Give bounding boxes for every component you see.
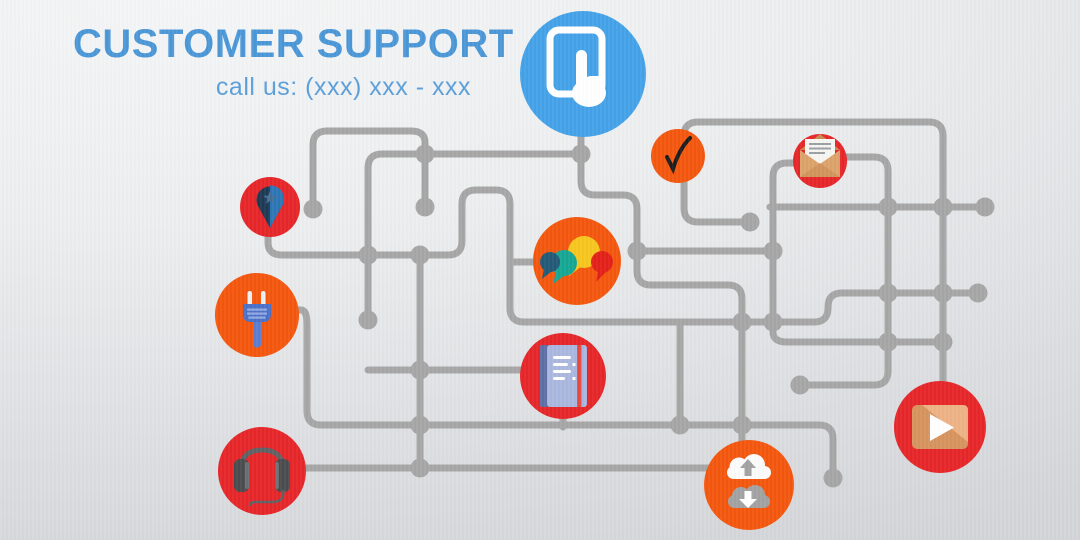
connector-dot [933,283,953,303]
connector-wire [769,159,812,326]
headphones-node [218,427,306,515]
connector-dot [627,241,647,261]
connector-dot [763,241,783,261]
email-node [793,134,847,188]
connector-wire [264,186,982,326]
connector-dot [670,415,690,435]
connector-dot [790,375,810,395]
connector-dot [303,199,323,219]
connector-wire [796,153,892,389]
connector-dot [571,144,591,164]
headphones-icon [234,447,290,507]
connector-wire [633,247,746,466]
cloud-transfer-node-circle [704,440,794,530]
tablet-touch-icon [546,26,606,107]
connector-dot [415,197,435,217]
page-title: CUSTOMER SUPPORT [73,22,514,66]
video-node [894,381,986,473]
connector-dot [975,197,995,217]
checkmark-icon [665,136,692,175]
map-pin-icon [256,185,285,228]
connector-dot [878,332,898,352]
cloud-upload-download-icon [727,454,771,508]
tablet-touch-node [520,11,646,137]
connector-dot [968,283,988,303]
checkmark-node [651,129,705,183]
connector-dot [823,468,843,488]
connector-dot [410,360,430,380]
notebook-node [520,333,606,419]
connector-dot [732,415,752,435]
connector-wire [769,318,947,346]
open-envelope-icon [800,134,840,177]
connector-wire [680,118,947,399]
connector-dot [732,312,752,332]
connector-wire [364,150,585,324]
connector-dot [358,310,378,330]
connector-wire [577,126,641,255]
connector-dot [878,197,898,217]
plug-icon [243,291,271,348]
connector-dot [410,415,430,435]
connector-dot [358,245,378,265]
connector-dot [763,312,783,332]
connector-dot [878,283,898,303]
header: CUSTOMER SUPPORT call us: (xxx) xxx - xx… [73,22,514,102]
notebook-icon [540,345,587,407]
connector-dot [740,212,760,232]
chat-bubbles-icon [540,236,613,284]
video-play-icon [912,405,968,449]
power-plug-node [215,273,299,357]
chat-node [533,217,621,305]
connector-dot [933,197,953,217]
connector-dot [415,144,435,164]
connector-dot [933,332,953,352]
connector-dot [410,458,430,478]
connector-wire [291,306,837,482]
connector-network [264,118,995,488]
cloud-transfer-node [704,440,794,530]
connector-dot [410,245,430,265]
call-us-subtitle: call us: (xxx) xxx - xxx [215,73,471,101]
connector-wire [309,127,429,213]
location-node [240,177,300,237]
